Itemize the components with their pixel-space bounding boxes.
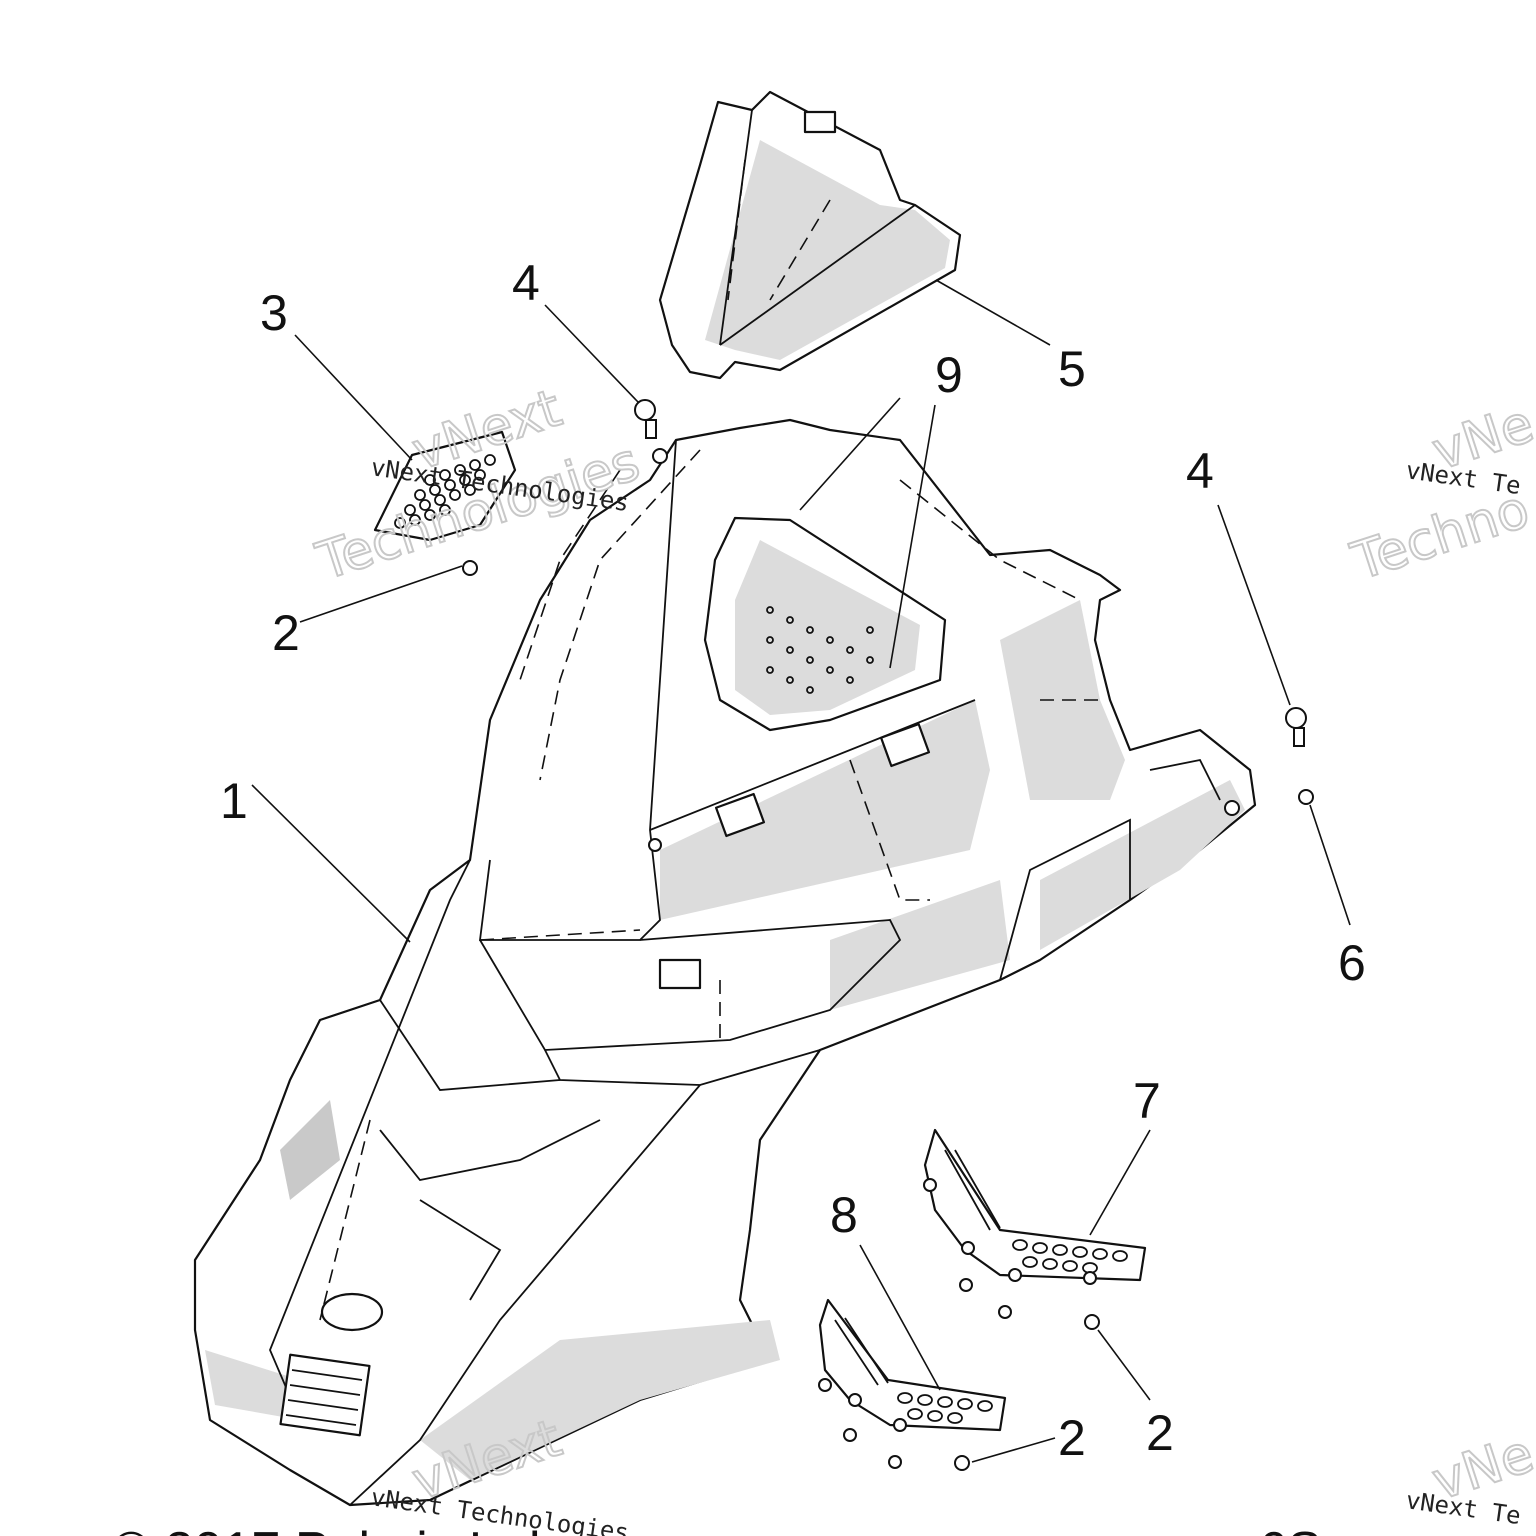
footer-copyright: © 2017 Polaris Ind... xyxy=(112,1522,584,1536)
callout-8: 8 xyxy=(830,1187,858,1243)
callout-7: 7 xyxy=(1133,1073,1161,1129)
mesh-panel-part-8 xyxy=(818,1298,1007,1432)
callout-2-vent: 2 xyxy=(272,605,300,661)
callout-6: 6 xyxy=(1338,935,1366,991)
callout-4-left: 4 xyxy=(512,255,540,311)
callout-4-right: 4 xyxy=(1186,443,1214,499)
hood-part-1 xyxy=(193,418,1257,1507)
callout-2-right: 2 xyxy=(1146,1405,1174,1461)
callout-2-bottom: 2 xyxy=(1058,1410,1086,1466)
callout-3: 3 xyxy=(260,285,288,341)
callout-9: 9 xyxy=(935,347,963,403)
mesh-panel-part-7 xyxy=(923,1128,1147,1285)
footer-code: ...6S... xyxy=(1215,1522,1365,1536)
footer: © 2017 Polaris Ind... ...6S... xyxy=(112,1522,1365,1536)
callout-1: 1 xyxy=(220,773,248,829)
callout-5: 5 xyxy=(1058,341,1086,397)
windshield-part-5 xyxy=(658,90,962,380)
callouts: 1 2 2 2 3 4 4 5 6 7 8 9 xyxy=(220,255,1366,1466)
leader-lines xyxy=(251,279,1351,1463)
hardware xyxy=(462,399,1314,1471)
side-vent-part-3 xyxy=(373,430,517,542)
